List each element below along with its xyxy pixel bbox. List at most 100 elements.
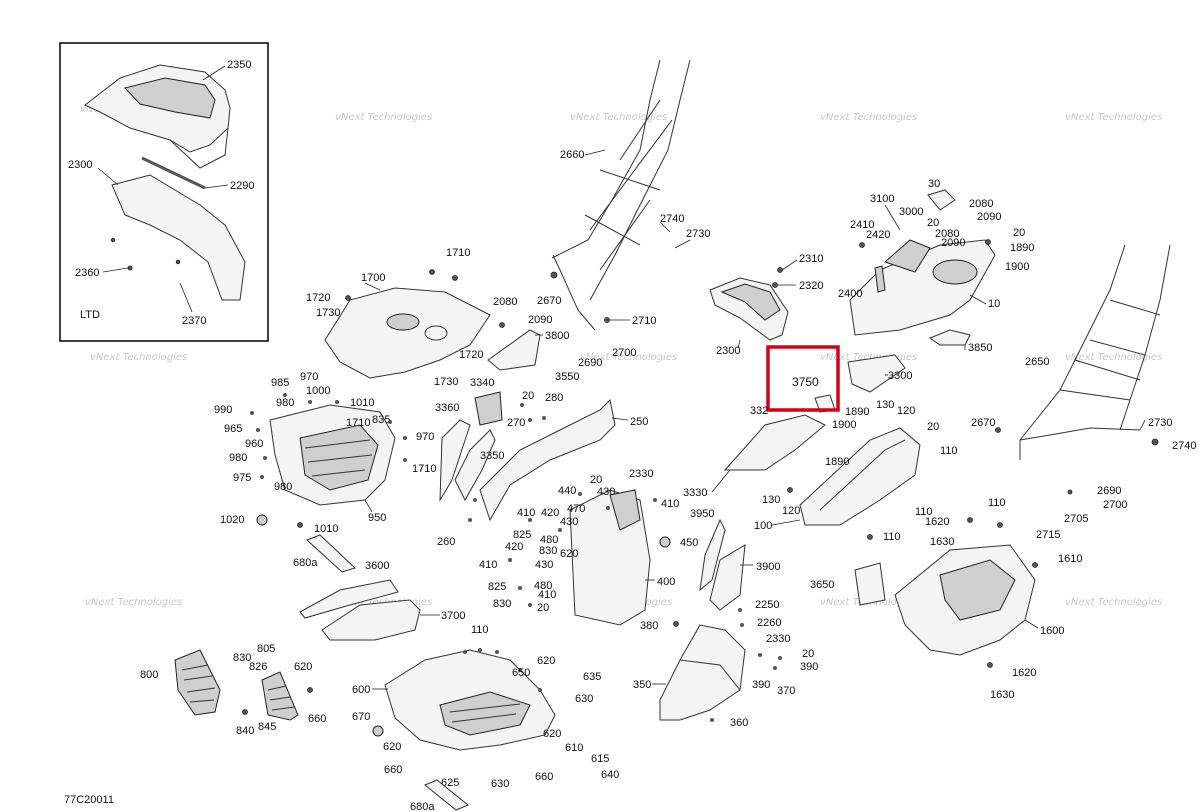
bolt-part (985, 239, 991, 245)
leader-line (674, 239, 691, 249)
part-label: 480 (534, 580, 552, 592)
leader-line (102, 267, 129, 273)
part-label: 1010 (314, 523, 338, 535)
cage-tube (552, 254, 596, 331)
panel-part (709, 544, 746, 611)
part-label: 3700 (441, 610, 465, 622)
part-label: 2090 (977, 211, 1001, 223)
part-label: 2250 (755, 599, 779, 611)
part-label: 430 (597, 486, 615, 498)
bolt-part (550, 271, 558, 279)
part-label: 2690 (1097, 485, 1121, 497)
part-label: 840 (236, 725, 254, 737)
part-label: 410 (517, 507, 535, 519)
cage-tube (1019, 244, 1126, 460)
part-label: 670 (352, 711, 370, 723)
leader-line (1139, 419, 1146, 431)
grommet-part (659, 536, 671, 548)
leader-line (659, 221, 671, 233)
watermark: vNext Technologies (90, 352, 187, 363)
rod-part (141, 156, 206, 190)
part-label: 970 (300, 371, 318, 383)
part-label: 270 (507, 417, 525, 429)
leader-line (884, 204, 901, 231)
part-label: 1900 (832, 419, 856, 431)
grommet-part (372, 725, 384, 737)
part-label: 975 (233, 472, 251, 484)
leader-line (204, 184, 229, 189)
part-label: 2080 (493, 296, 517, 308)
part-label: 1730 (434, 376, 458, 388)
part-label: 3600 (365, 560, 389, 572)
part-label: 1620 (1012, 667, 1036, 679)
part-label: 2710 (632, 315, 656, 327)
cage-tube (1119, 244, 1171, 431)
side-trim-part (479, 398, 616, 522)
bolt-cluster (463, 648, 542, 692)
part-label: 110 (471, 624, 489, 636)
leader-line (771, 519, 801, 526)
part-label: 30 (928, 178, 940, 190)
bolt-cluster (508, 492, 657, 607)
side-bar-group: 100 1890 1900 1890 130 120 20 110 130 12… (754, 399, 958, 543)
part-label: 120 (897, 405, 915, 417)
dash-opening-part (386, 313, 420, 331)
leader-line (781, 259, 798, 271)
watermark: vNext Technologies (1065, 597, 1162, 608)
part-label: 1720 (306, 292, 330, 304)
part-label: 2300 (716, 345, 740, 357)
part-label: 3900 (756, 561, 780, 573)
part-label: 2705 (1064, 513, 1088, 525)
gear-shifter-part (884, 239, 931, 273)
part-label: 480 (540, 534, 558, 546)
bolt-part (1032, 562, 1038, 568)
diagram-code: 77C20011 (64, 794, 114, 806)
rocker-edge (819, 439, 906, 511)
part-label: 1720 (459, 349, 483, 361)
part-label: 440 (558, 485, 576, 497)
clip-part (927, 189, 956, 211)
leader-line (364, 282, 381, 291)
grille-part (261, 671, 299, 721)
part-label: 390 (752, 679, 770, 691)
inset-label: LTD (80, 309, 100, 321)
storage-box-floor-part (939, 559, 1016, 621)
part-label: 260 (437, 536, 455, 548)
bolt-part (429, 269, 435, 275)
part-label: 370 (777, 685, 795, 697)
bolt-part (499, 322, 505, 328)
bolt-part (787, 487, 793, 493)
part-label: 450 (680, 537, 698, 549)
watermark: vNext Technologies (580, 352, 677, 363)
part-label: 420 (541, 507, 559, 519)
part-label: 20 (927, 217, 939, 229)
part-label: 620 (294, 661, 312, 673)
part-label: 2420 (866, 229, 890, 241)
roof-rear-edge (169, 127, 229, 169)
part-label: 830 (539, 545, 557, 557)
part-label: 2400 (838, 288, 862, 300)
part-label: 825 (513, 529, 531, 541)
part-label: 20 (802, 648, 814, 660)
part-label: 1710 (446, 247, 470, 259)
part-label: 2700 (612, 347, 636, 359)
part-label: 2260 (757, 617, 781, 629)
part-label: 620 (560, 548, 578, 560)
part-label: 2715 (1036, 529, 1060, 541)
part-label: 2690 (578, 357, 602, 369)
bolt-part (1067, 489, 1073, 495)
cage-brace (1059, 299, 1161, 401)
part-label: 3550 (555, 371, 579, 383)
part-label: 400 (657, 576, 675, 588)
strip-part (699, 518, 726, 592)
panel-part (487, 329, 541, 371)
leader-line (1074, 359, 1081, 363)
part-label: 2730 (686, 228, 710, 240)
part-label: 620 (537, 655, 555, 667)
watermark: vNext Technologies (570, 112, 667, 123)
part-label: 2650 (1025, 356, 1049, 368)
part-label: 130 (876, 399, 894, 411)
part-label: 960 (245, 438, 263, 450)
part-label: 1710 (412, 463, 436, 475)
part-label: 2320 (799, 280, 823, 292)
